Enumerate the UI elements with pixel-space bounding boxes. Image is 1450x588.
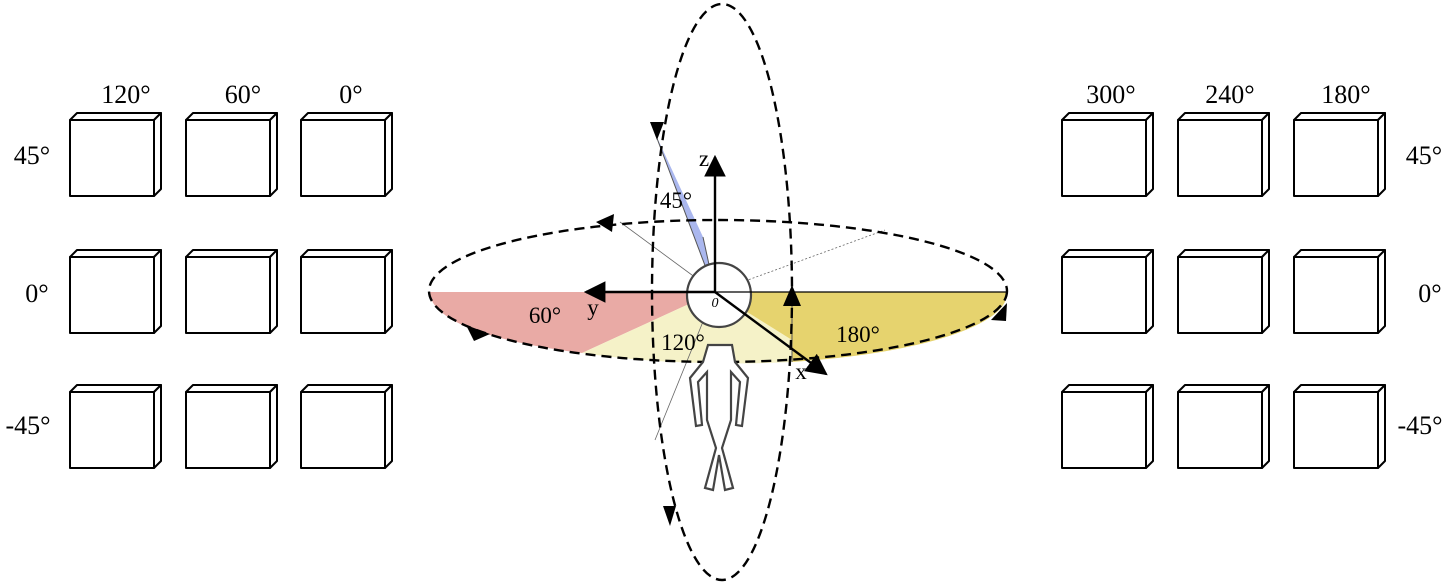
right-cube-r1-c2 — [1293, 249, 1386, 334]
orbit-arrow-bottom-left — [466, 325, 490, 341]
x-axis-label: x — [795, 359, 807, 384]
left-cube-r2-c2 — [300, 384, 393, 469]
left-cube-grid: 120° 60° 0° 45° 0° -45° — [5, 80, 393, 469]
orbit-arrow-right — [991, 303, 1007, 321]
right-cube-r0-c0 — [1061, 112, 1154, 197]
right-col-label-300: 300° — [1086, 80, 1135, 109]
right-col-label-240: 240° — [1205, 80, 1254, 109]
right-cube-r0-c1 — [1177, 112, 1270, 197]
left-cube-r0-c2 — [300, 112, 393, 197]
right-row-label-0: 0° — [1418, 279, 1441, 308]
left-row-label-45: 45° — [14, 141, 50, 170]
x-axis — [714, 291, 828, 376]
left-cube-r1-c0 — [69, 249, 162, 334]
left-col-label-120: 120° — [101, 80, 150, 109]
left-cube-r1-c2 — [300, 249, 393, 334]
right-row-label-45: 45° — [1406, 141, 1442, 170]
right-cube-r2-c2 — [1293, 384, 1386, 469]
right-cube-r1-c1 — [1177, 249, 1270, 334]
left-cube-r2-c1 — [185, 384, 278, 469]
person-figure — [685, 261, 753, 492]
left-cube-r1-c1 — [185, 249, 278, 334]
azimuth-180-label: 180° — [836, 322, 880, 347]
z-axis-label: z — [699, 146, 709, 171]
left-cube-r2-c0 — [69, 384, 162, 469]
orbit-arrow-top-left — [596, 214, 614, 232]
sector-180 — [715, 292, 1008, 362]
orbit-arrow-vert-bottom — [663, 506, 676, 526]
right-row-label-neg45: -45° — [1397, 411, 1442, 440]
azimuth-60-label: 60° — [529, 303, 561, 328]
left-cube-r0-c1 — [185, 112, 278, 197]
right-cube-r2-c1 — [1177, 384, 1270, 469]
azimuth-120-label: 120° — [661, 330, 705, 355]
coordinate-figure: z y x 0 45° 60° 120° 180° — [427, 2, 1009, 582]
orbit-arrow-vert-top — [650, 122, 664, 140]
left-col-label-0: 0° — [339, 80, 362, 109]
right-col-label-180: 180° — [1321, 80, 1370, 109]
orbit-arrow-vert-up — [783, 285, 801, 306]
elevation-angle-label: 45° — [660, 188, 692, 213]
right-cube-grid: 300° 240° 180° 45° 0° -45° — [1061, 80, 1443, 469]
left-row-label-0: 0° — [25, 279, 48, 308]
left-col-label-60: 60° — [225, 80, 261, 109]
origin-label: 0 — [712, 296, 719, 311]
y-axis-label: y — [587, 295, 599, 320]
right-cube-r1-c0 — [1061, 249, 1154, 334]
right-cube-r0-c2 — [1293, 112, 1386, 197]
left-cube-r0-c0 — [69, 112, 162, 197]
left-row-label-neg45: -45° — [5, 411, 50, 440]
sector-60 — [429, 292, 715, 353]
right-cube-r2-c0 — [1061, 384, 1154, 469]
